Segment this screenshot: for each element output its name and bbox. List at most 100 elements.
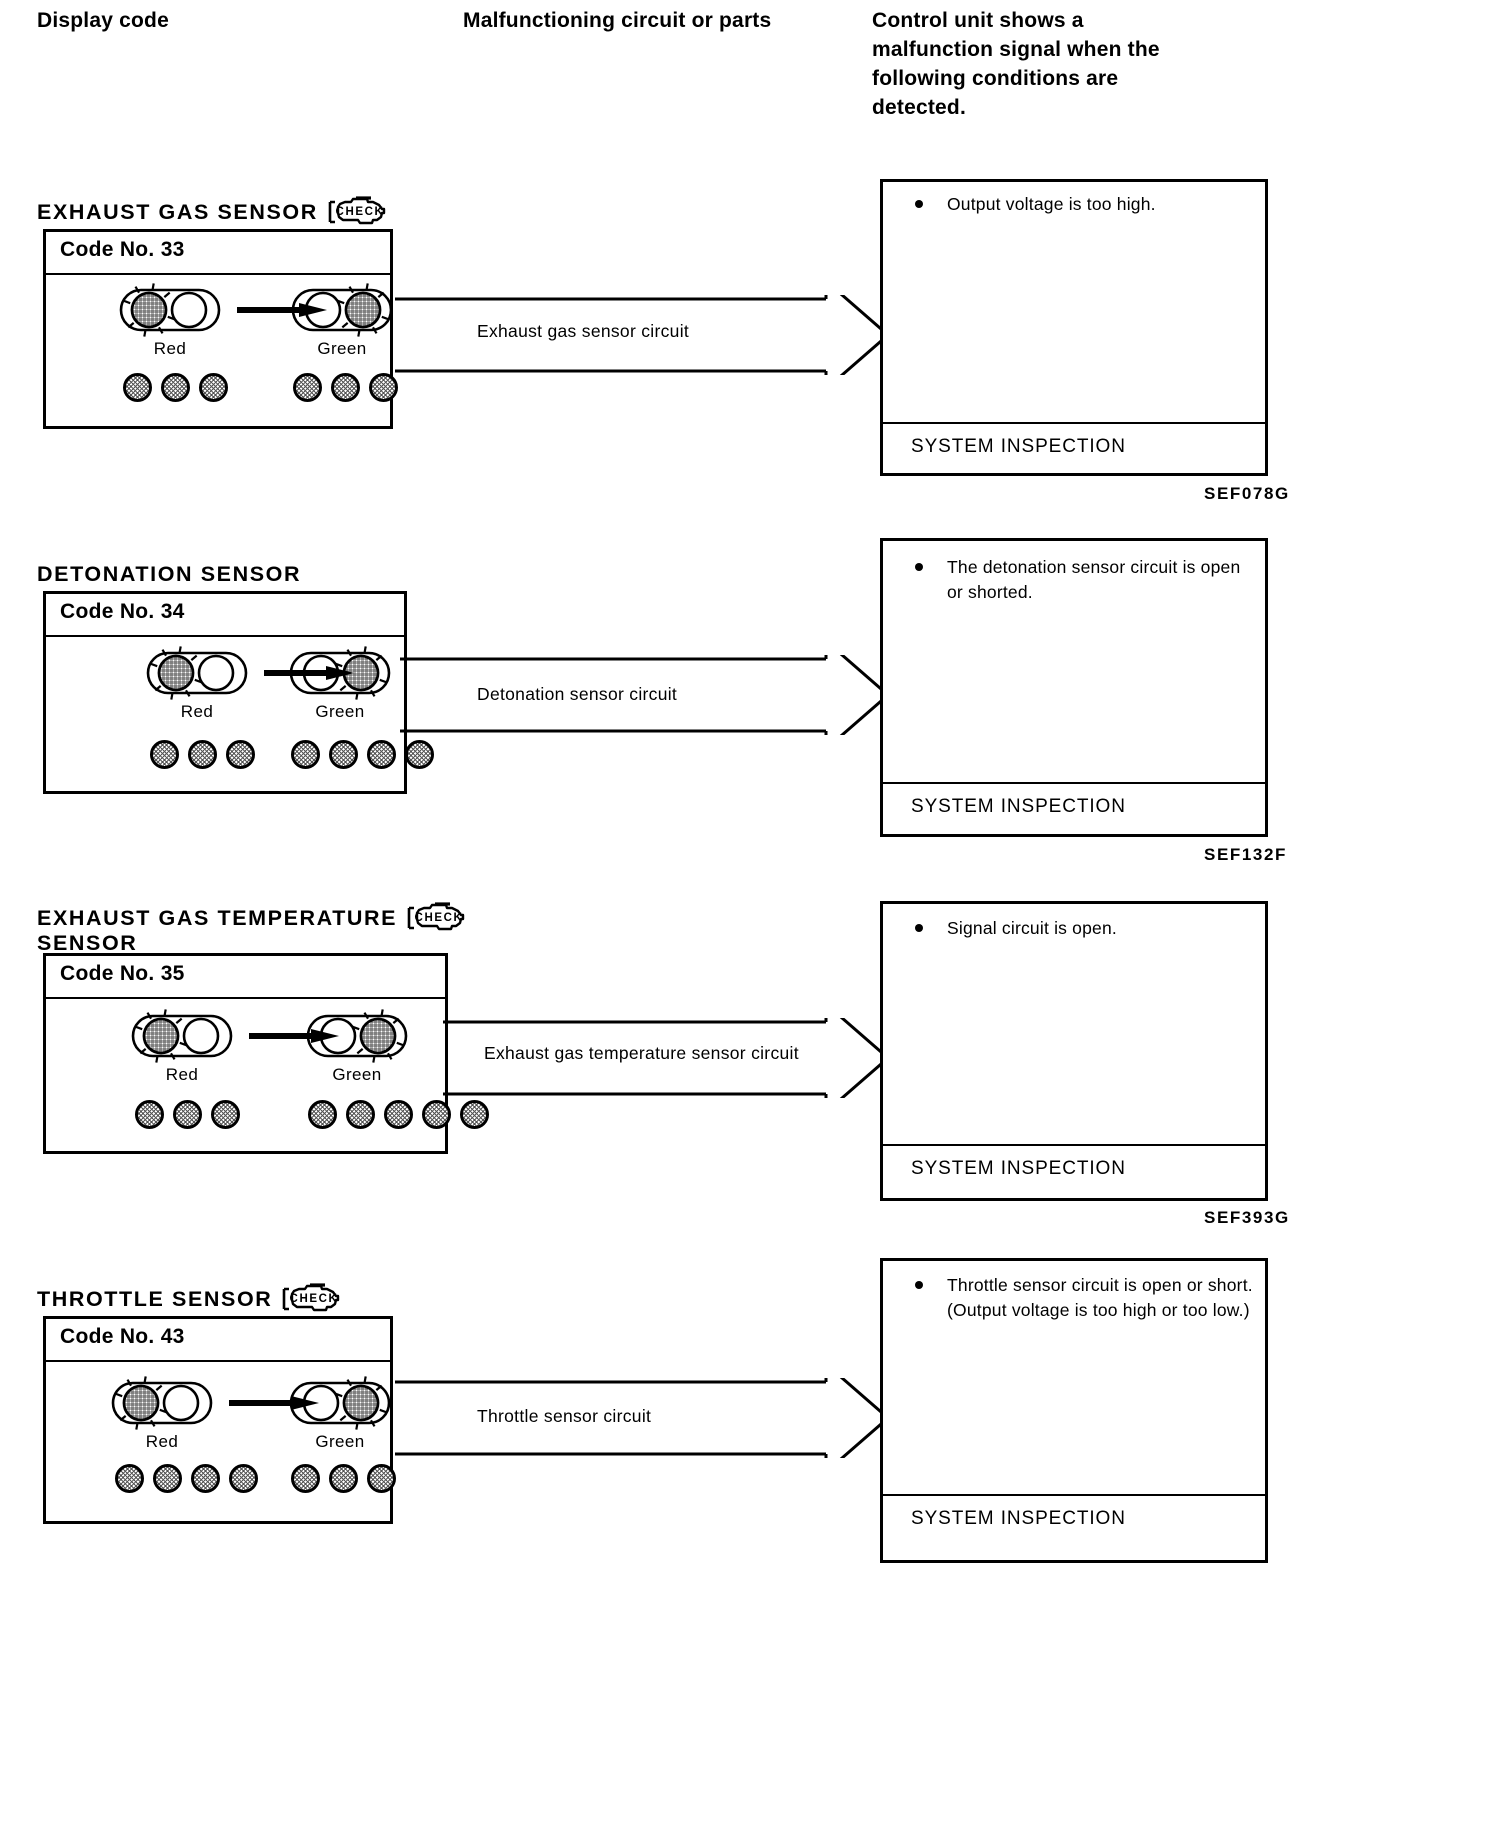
- figure-reference-code: SEF132F: [1204, 845, 1288, 864]
- column-header-control-unit: Control unit shows a malfunction signal …: [872, 9, 1160, 119]
- panel-divider: [46, 1360, 390, 1362]
- system-inspection-label: SYSTEM INSPECTION: [911, 1158, 1126, 1179]
- led-dot: [384, 1100, 413, 1129]
- flow-arrow: [395, 1378, 888, 1458]
- led-dot: [188, 740, 217, 769]
- condition-text: Signal circuit is open.: [947, 918, 1117, 938]
- green-flash-dots: [291, 740, 434, 769]
- led-dot: [331, 373, 360, 402]
- red-lamp-indicator: [103, 1375, 221, 1431]
- figure-reference-code: SEF078G: [1204, 484, 1290, 503]
- red-flash-dots: [150, 740, 255, 769]
- lamp-transition-arrow-icon: [264, 664, 356, 682]
- condition-box-divider: [883, 782, 1265, 784]
- system-inspection-label: SYSTEM INSPECTION: [911, 436, 1126, 457]
- system-inspection-label: SYSTEM INSPECTION: [911, 796, 1126, 817]
- lamp-transition-arrow-icon: [229, 1394, 321, 1412]
- column-header-malfunctioning-circuit: Malfunctioning circuit or parts: [463, 9, 772, 32]
- led-dot: [329, 1464, 358, 1493]
- sensor-title: DETONATION SENSOR: [37, 562, 301, 587]
- red-flash-dots: [123, 373, 228, 402]
- sensor-name-text: DETONATION SENSOR: [37, 562, 302, 586]
- condition-box: Throttle sensor circuit is open or short…: [880, 1258, 1268, 1563]
- condition-box-divider: [883, 422, 1265, 424]
- led-dot: [115, 1464, 144, 1493]
- green-lamp-caption: Green: [315, 702, 365, 721]
- condition-box: Output voltage is too high. SYSTEM INSPEC…: [880, 179, 1268, 476]
- led-dot: [173, 1100, 202, 1129]
- led-dot: [123, 373, 152, 402]
- green-lamp-caption: Green: [315, 1432, 365, 1451]
- condition-text: Throttle sensor circuit is open or short…: [947, 1275, 1253, 1295]
- condition-text: The detonation sensor circuit is open or…: [947, 557, 1241, 602]
- sensor-title: THROTTLE SENSOR CHECK: [37, 1283, 345, 1312]
- bullet-icon: [915, 924, 923, 932]
- red-lamp-indicator: [111, 282, 229, 338]
- svg-text:CHECK: CHECK: [415, 912, 464, 924]
- red-lamp-caption: Red: [180, 702, 214, 721]
- bullet-icon: [915, 1281, 923, 1289]
- column-header-display-code: Display code: [37, 9, 169, 32]
- condition-item: (Output voltage is too high or too low.): [899, 1298, 1255, 1323]
- svg-text:CHECK: CHECK: [335, 206, 384, 218]
- sensor-name-line2: SENSOR: [37, 931, 138, 955]
- led-dot: [291, 740, 320, 769]
- lamp-transition-arrow-icon: [237, 301, 329, 319]
- red-lamp-indicator: [123, 1008, 241, 1064]
- led-dot: [308, 1100, 337, 1129]
- panel-divider: [46, 997, 445, 999]
- condition-box: The detonation sensor circuit is open or…: [880, 538, 1268, 837]
- condition-text: Output voltage is too high.: [947, 194, 1156, 214]
- svg-text:CHECK: CHECK: [290, 1293, 339, 1305]
- red-lamp-caption: Red: [145, 1432, 179, 1451]
- check-engine-lamp-icon: CHECK: [327, 196, 391, 225]
- system-inspection-label: SYSTEM INSPECTION: [911, 1508, 1126, 1529]
- led-dot: [422, 1100, 451, 1129]
- condition-item: The detonation sensor circuit is open or…: [899, 555, 1255, 605]
- bullet-icon: [915, 563, 923, 571]
- green-lamp-indicator: [283, 282, 401, 338]
- sensor-name-text: EXHAUST GAS TEMPERATURE: [37, 906, 398, 930]
- green-flash-dots: [291, 1464, 396, 1493]
- condition-list: Throttle sensor circuit is open or short…: [899, 1273, 1255, 1323]
- red-lamp-caption: Red: [153, 339, 187, 358]
- check-engine-lamp-icon: CHECK: [281, 1283, 345, 1312]
- condition-text: (Output voltage is too high or too low.): [947, 1300, 1250, 1320]
- red-flash-dots: [135, 1100, 240, 1129]
- led-dot: [367, 1464, 396, 1493]
- code-number-label: Code No. 33: [60, 238, 185, 261]
- green-lamp-indicator: [281, 1375, 399, 1431]
- green-flash-dots: [308, 1100, 489, 1129]
- sensor-name-text: THROTTLE SENSOR: [37, 1287, 273, 1311]
- circuit-description-label: Throttle sensor circuit: [477, 1406, 652, 1426]
- led-dot: [153, 1464, 182, 1493]
- condition-box: Signal circuit is open. SYSTEM INSPECTION: [880, 901, 1268, 1201]
- led-dot: [367, 740, 396, 769]
- condition-list: Output voltage is too high.: [899, 192, 1255, 217]
- led-dot: [346, 1100, 375, 1129]
- led-dot: [226, 740, 255, 769]
- led-dot: [161, 373, 190, 402]
- condition-box-divider: [883, 1494, 1265, 1496]
- led-dot: [211, 1100, 240, 1129]
- bullet-icon: [915, 200, 923, 208]
- sensor-name-text: EXHAUST GAS SENSOR: [37, 200, 318, 224]
- code-number-label: Code No. 34: [60, 600, 185, 623]
- red-lamp-caption: Red: [165, 1065, 199, 1084]
- led-dot: [135, 1100, 164, 1129]
- led-dot: [293, 373, 322, 402]
- figure-reference-code: SEF393G: [1204, 1208, 1290, 1227]
- sensor-title: EXHAUST GAS TEMPERATURE CHECK SENSOR: [37, 902, 470, 956]
- condition-box-divider: [883, 1144, 1265, 1146]
- condition-list: The detonation sensor circuit is open or…: [899, 555, 1255, 605]
- led-dot: [369, 373, 398, 402]
- led-dot: [329, 740, 358, 769]
- green-lamp-caption: Green: [317, 339, 367, 358]
- check-engine-lamp-icon: CHECK: [406, 902, 470, 931]
- led-dot: [150, 740, 179, 769]
- green-lamp-caption: Green: [332, 1065, 382, 1084]
- panel-divider: [46, 635, 404, 637]
- green-lamp-indicator: [298, 1008, 416, 1064]
- green-flash-dots: [293, 373, 398, 402]
